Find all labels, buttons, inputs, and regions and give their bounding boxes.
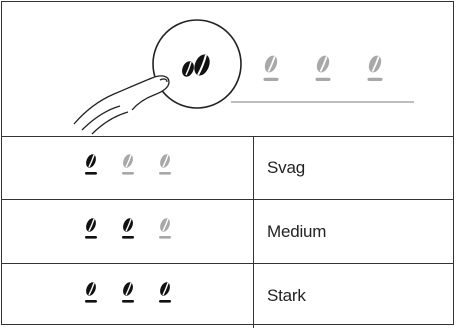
table-row: Stark (2, 264, 453, 328)
coffee-bean-icon (315, 55, 331, 81)
table-row: Svag (2, 136, 453, 200)
coffee-bean-icon (122, 154, 134, 175)
coffee-bean-icon (85, 218, 97, 239)
coffee-bean-double-icon (182, 54, 210, 77)
coffee-bean-icon (122, 282, 134, 303)
strength-label: Stark (267, 286, 306, 305)
coffee-bean-icon (159, 154, 171, 175)
coffee-bean-icon (85, 154, 97, 175)
strength-label: Medium (267, 221, 327, 241)
strength-icons-cell (2, 136, 254, 199)
strength-icons-cell (2, 264, 254, 328)
strength-icons-cell (2, 200, 254, 263)
selector-graphic (73, 19, 414, 135)
coffee-bean-icon (263, 55, 279, 81)
table-row: Medium (2, 200, 453, 264)
coffee-bean-icon (159, 282, 171, 303)
strength-label: Svag (267, 157, 305, 177)
hand-finger-icon (73, 75, 170, 135)
strength-selector-illustration (2, 2, 453, 137)
coffee-bean-icon (122, 218, 134, 239)
coffee-bean-icon (85, 282, 97, 303)
coffee-bean-icon (367, 55, 383, 81)
coffee-bean-icon (159, 218, 171, 239)
